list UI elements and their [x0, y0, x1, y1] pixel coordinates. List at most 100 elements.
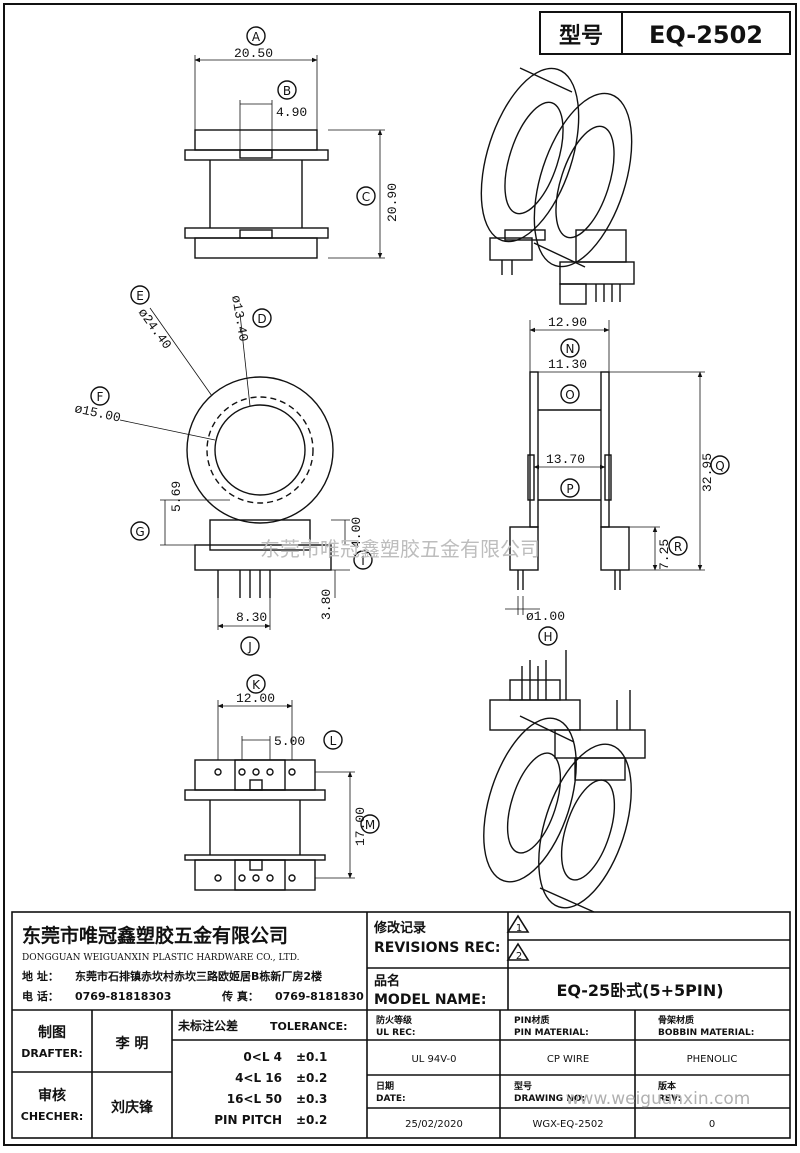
- dim-O-value: 11.30: [548, 357, 587, 372]
- front-view: [90, 285, 373, 656]
- label-P: P: [566, 482, 573, 496]
- dim-I-value: 4.00: [349, 517, 364, 548]
- pin-material-value: CP WIRE: [547, 1054, 589, 1065]
- dim-I2-value: 3.80: [319, 589, 334, 620]
- label-J: J: [247, 640, 252, 654]
- isometric-view-bottom: [483, 626, 646, 913]
- drawing-no-value: WGX-EQ-2502: [532, 1119, 603, 1130]
- dim-P-value: 13.70: [546, 452, 585, 467]
- tolerance-range-3: PIN PITCH: [214, 1113, 282, 1127]
- dim-J-value: 8.30: [236, 610, 267, 625]
- watermark-company: 东莞市唯冠鑫塑胶五金有限公司: [260, 537, 540, 561]
- rev-label-en: REV:: [658, 1094, 681, 1104]
- ul-label-cn: 防火等级: [376, 1014, 413, 1026]
- sheet-border: [3, 3, 797, 1146]
- tolerance-label-cn: 未标注公差: [177, 1018, 238, 1033]
- company-name-cn: 东莞市唯冠鑫塑胶五金有限公司: [22, 924, 288, 947]
- header-model: EQ-2502: [649, 21, 763, 49]
- fax-value: 0769-8181830: [275, 990, 364, 1003]
- top-view: [184, 26, 385, 259]
- label-F: F: [97, 390, 104, 404]
- label-L: L: [330, 734, 337, 748]
- label-B: B: [283, 84, 291, 98]
- label-A: A: [252, 30, 261, 44]
- dim-B-value: 4.90: [276, 105, 307, 120]
- pin-material-label-cn: PIN材质: [514, 1014, 549, 1026]
- label-H: H: [543, 630, 552, 644]
- dim-D-value: ø13.40: [228, 294, 251, 343]
- tolerance-value-3: ±0.2: [296, 1113, 327, 1127]
- tolerance-range-1: 4<L 16: [235, 1071, 282, 1085]
- drafter-label-cn: 制图: [38, 1024, 66, 1041]
- bobbin-material-value: PHENOLIC: [687, 1054, 738, 1065]
- revisions-label-cn: 修改记录: [373, 920, 426, 936]
- tolerance-value-2: ±0.3: [296, 1092, 327, 1106]
- tolerance-value-1: ±0.2: [296, 1071, 327, 1085]
- label-C: C: [362, 190, 370, 204]
- dim-pin-value: ø1.00: [526, 609, 565, 624]
- label-O: O: [565, 388, 574, 402]
- dim-N-value: 12.90: [548, 315, 587, 330]
- model-value: EQ-25卧式(5+5PIN): [556, 981, 723, 1000]
- label-M: M: [365, 818, 375, 832]
- rev-label-cn: 版本: [657, 1080, 677, 1092]
- checker-label-en: CHECHER:: [21, 1110, 83, 1123]
- isometric-view-top: [480, 67, 635, 305]
- dim-F-value: ø15.00: [73, 401, 122, 425]
- title-header: 型号 EQ-2502: [539, 11, 791, 55]
- company-name-en: DONGGUAN WEIGUANXIN PLASTIC HARDWARE CO.…: [22, 953, 300, 963]
- date-value: 25/02/2020: [405, 1119, 463, 1130]
- dim-C-value: 20.90: [385, 183, 400, 222]
- date-label-cn: 日期: [376, 1080, 394, 1092]
- dim-E-value: ø24.40: [135, 306, 175, 353]
- dim-A-value: 20.50: [234, 46, 273, 61]
- address-value: 东莞市石排镇赤坎村赤坎三路欧姬居B栋新厂房2楼: [75, 969, 322, 983]
- model-label-en: MODEL NAME:: [374, 992, 486, 1008]
- tolerance-range-0: 0<L 4: [243, 1050, 282, 1064]
- dim-R-value: 7.25: [657, 539, 672, 570]
- dim-L-value: 5.00: [274, 734, 305, 749]
- ul-label-en: UL REC:: [376, 1028, 415, 1038]
- label-E: E: [136, 289, 144, 303]
- label-K: K: [252, 678, 261, 692]
- model-label-cn: 品名: [374, 973, 400, 989]
- bobbin-material-label-en: BOBBIN MATERIAL:: [658, 1028, 754, 1038]
- label-I: I: [361, 554, 365, 568]
- tolerance-label-en: TOLERANCE:: [270, 1020, 348, 1033]
- checker-name: 刘庆锋: [111, 1099, 154, 1116]
- checker-label-cn: 审核: [38, 1087, 66, 1104]
- drafter-label-en: DRAFTER:: [21, 1047, 83, 1060]
- rev-value: 0: [709, 1119, 715, 1130]
- drawing-no-label-en: DRAWING NO:: [514, 1094, 585, 1104]
- side-view: [505, 320, 730, 615]
- address-label: 地 址：: [22, 969, 59, 983]
- dim-K-value: 12.00: [236, 691, 275, 706]
- dim-Q-value: 32.95: [700, 453, 715, 492]
- date-label-en: DATE:: [376, 1094, 406, 1104]
- bottom-view: [184, 674, 380, 891]
- title-block: [11, 911, 791, 1139]
- tel-label: 电 话：: [22, 989, 59, 1003]
- dim-M-value: 17.00: [353, 807, 368, 846]
- label-G: G: [135, 525, 144, 539]
- header-label: 型号: [559, 24, 603, 49]
- pin-material-label-en: PIN MATERIAL:: [514, 1028, 589, 1038]
- dim-G-value: 5.69: [169, 481, 184, 512]
- label-D: D: [257, 312, 266, 326]
- rev-marker-2: 2: [516, 951, 522, 962]
- label-N: N: [566, 342, 575, 356]
- rev-marker-1: 1: [516, 923, 522, 934]
- bobbin-material-label-cn: 骨架材质: [658, 1014, 694, 1026]
- ul-value: UL 94V-0: [411, 1054, 456, 1065]
- drafter-name: 李 明: [115, 1035, 149, 1052]
- fax-label: 传 真：: [221, 989, 259, 1003]
- label-R: R: [674, 540, 682, 554]
- watermark-url: www.weiguanxin.com: [566, 1089, 751, 1109]
- revisions-label-en: REVISIONS REC:: [374, 940, 500, 956]
- drawing-no-label-cn: 型号: [514, 1080, 532, 1092]
- tolerance-range-2: 16<L 50: [227, 1092, 282, 1106]
- label-Q: Q: [715, 459, 724, 473]
- tel-value: 0769-81818303: [75, 990, 171, 1003]
